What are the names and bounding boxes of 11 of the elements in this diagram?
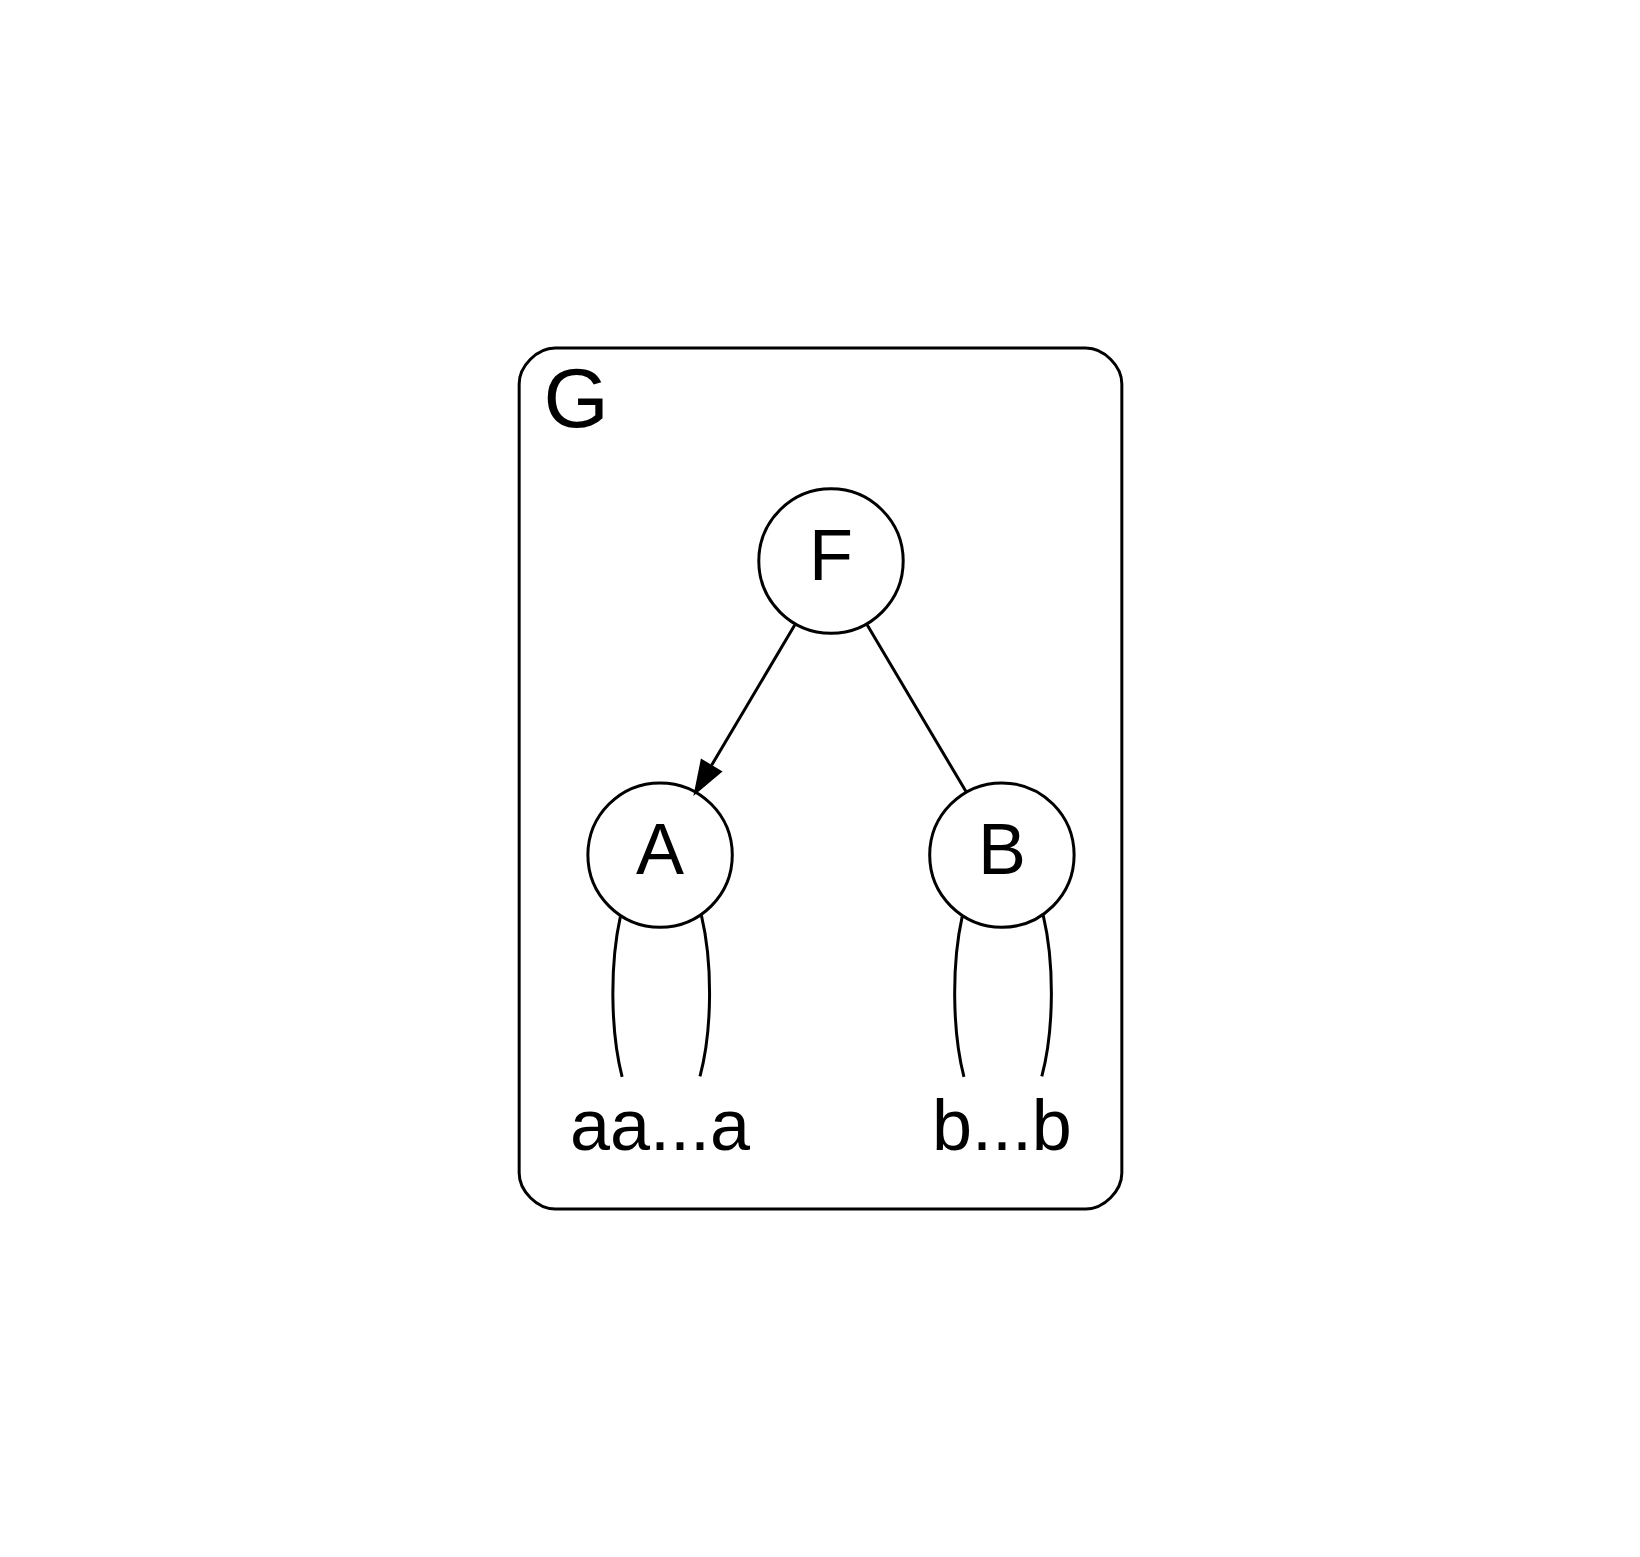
- connector: [610, 916, 624, 1078]
- node-circle: B: [927, 781, 1076, 929]
- node-text: aa...a: [569, 1084, 750, 1165]
- arrow: [692, 624, 796, 796]
- node-circle: A: [585, 781, 734, 929]
- connector: [1039, 915, 1053, 1077]
- connector: [698, 915, 711, 1077]
- node-text: b...b: [931, 1084, 1072, 1165]
- node-circle: F: [756, 487, 905, 635]
- connector: [865, 624, 968, 793]
- connector: [952, 916, 965, 1078]
